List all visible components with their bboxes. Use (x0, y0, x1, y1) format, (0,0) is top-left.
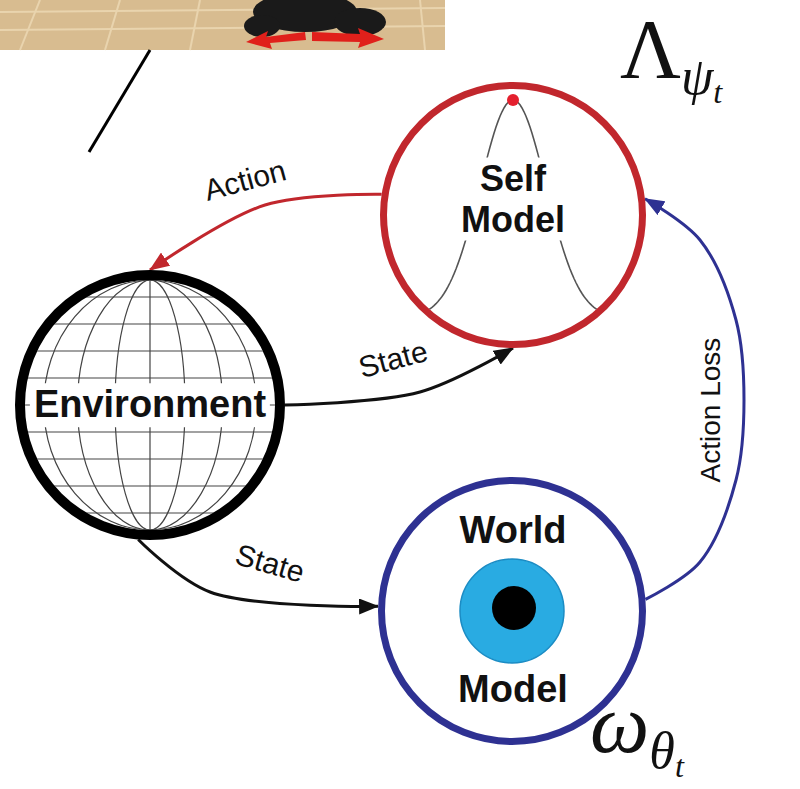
peak-dot (507, 94, 519, 106)
globe-parallel (15, 485, 285, 486)
circle-icon (420, 94, 606, 314)
tile-line (420, 0, 425, 50)
edge-label: Action Loss (696, 335, 727, 486)
model-circle: Self ModelΛψt (380, 82, 646, 348)
floor-image (0, 0, 445, 50)
globe-parallel (15, 431, 285, 432)
floor-tiles (0, 0, 445, 50)
tile-line (20, 0, 40, 50)
globe-parallel (15, 350, 285, 351)
circle-icon (460, 559, 564, 663)
robot-leg (244, 15, 280, 37)
connector-arrow (150, 194, 382, 270)
math-symbol: ωθt (590, 682, 684, 766)
node-label: Model (458, 668, 568, 712)
globe-parallel (15, 377, 285, 378)
leader-line (89, 50, 150, 152)
circle-icon (15, 270, 285, 540)
force-arrows (246, 28, 384, 49)
node-label: Environment (30, 383, 270, 427)
gaussian-curve (420, 100, 606, 314)
red-arrow (312, 28, 384, 48)
edge-label: State (352, 333, 434, 385)
math-symbol: Λψt (620, 8, 722, 92)
eye-pupil (492, 586, 536, 630)
globe-parallel (15, 323, 285, 324)
globe-parallel (15, 296, 285, 297)
connector-arrow (645, 199, 744, 600)
edge-label: Action (198, 152, 293, 207)
globe-parallel (15, 512, 285, 513)
red-arrow (246, 31, 306, 49)
edge-label: State (229, 537, 311, 590)
tile-line (105, 0, 120, 50)
node-label: Self Model (439, 158, 587, 241)
circle-outline (20, 275, 280, 535)
eye-iris (460, 559, 564, 663)
tile-line (190, 0, 200, 50)
node-label: World (460, 509, 567, 553)
model-circle: Environment (15, 270, 285, 540)
tile-line (0, 8, 445, 12)
globe-parallel (15, 458, 285, 459)
circle-fill (384, 86, 643, 345)
model-circle: WorldModelωθt (378, 477, 646, 745)
circle-outline (384, 86, 643, 345)
